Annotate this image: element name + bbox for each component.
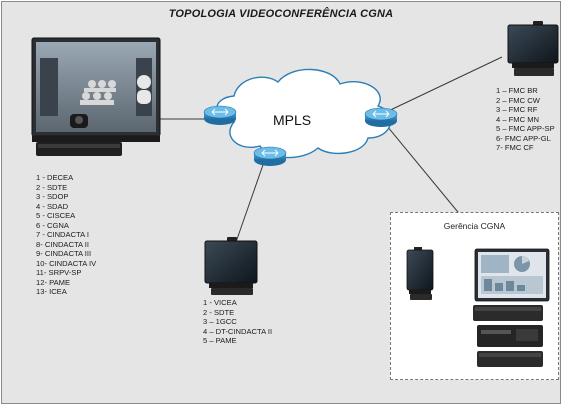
telepresence-room-icon: [31, 37, 161, 156]
video-endpoint-icon: [507, 21, 559, 76]
router-icon: [253, 146, 287, 166]
server-rack-icon: [473, 305, 543, 367]
list-item: 10- CINDACTA IV: [36, 258, 97, 268]
list-item: 5 – FMC APP-SP: [496, 124, 555, 133]
list-item: 9- CINDACTA III: [36, 249, 92, 258]
list-item: 13- ICEA: [36, 287, 67, 296]
list-item: 4 – DT-CINDACTA II: [203, 326, 273, 336]
management-console-icon: [406, 247, 550, 367]
link-router-right-endpoint: [381, 56, 503, 115]
list-item: 1 - VICEA: [203, 298, 237, 307]
list-item: 12- PAME: [36, 277, 71, 287]
right-site-list: 1 – FMC BR 2 – FMC CW 3 – FMC RF 4 – FMC…: [496, 86, 555, 153]
list-item: 3 - SDOP: [36, 192, 69, 201]
list-item: 7- FMC CF: [496, 143, 534, 152]
management-title: Gerência CGNA: [443, 221, 506, 231]
video-endpoint-icon: [204, 237, 258, 295]
list-item: 3 – FMC RF: [496, 105, 538, 114]
mpls-cloud-label: MPLS: [273, 112, 312, 128]
list-item: 4 - SDAD: [36, 201, 69, 211]
list-item: 5 – PAME: [203, 336, 237, 345]
left-site-list: 1 - DECEA 2 - SDTE 3 - SDOP 4 - SDAD 5 -…: [36, 173, 96, 297]
router-icon: [364, 107, 398, 127]
diagram-title: TOPOLOGIA VIDEOCONFERÊNCIA CGNA: [168, 8, 394, 20]
topology-diagram: [31, 21, 559, 295]
list-item: 2 – FMC CW: [496, 95, 540, 105]
list-item: 5 - CISCEA: [36, 211, 76, 220]
diagram-frame: TOPOLOGIA VIDEOCONFERÊNCIA CGNA MPLS 1 -…: [1, 1, 561, 404]
list-item: 1 - DECEA: [36, 173, 74, 182]
network-links: [152, 56, 503, 243]
list-item: 6- FMC APP-GL: [496, 133, 551, 143]
list-item: 8- CINDACTA II: [36, 239, 90, 249]
list-item: 2 - SDTE: [203, 307, 235, 317]
list-item: 2 - SDTE: [36, 182, 68, 192]
list-item: 11- SRPV-SP: [36, 268, 82, 277]
bottom-site-list: 1 - VICEA 2 - SDTE 3 – 1GCC 4 – DT-CINDA…: [203, 298, 272, 346]
link-router-management: [386, 125, 463, 218]
list-item: 1 – FMC BR: [496, 86, 538, 95]
list-item: 6 - CGNA: [36, 220, 69, 230]
list-item: 4 – FMC MN: [496, 114, 540, 124]
router-icon: [203, 105, 237, 125]
list-item: 3 – 1GCC: [203, 317, 237, 326]
list-item: 7 - CINDACTA I: [36, 230, 90, 239]
link-router-bottom-endpoint: [235, 161, 265, 243]
management-panel: Gerência CGNA: [390, 212, 559, 380]
